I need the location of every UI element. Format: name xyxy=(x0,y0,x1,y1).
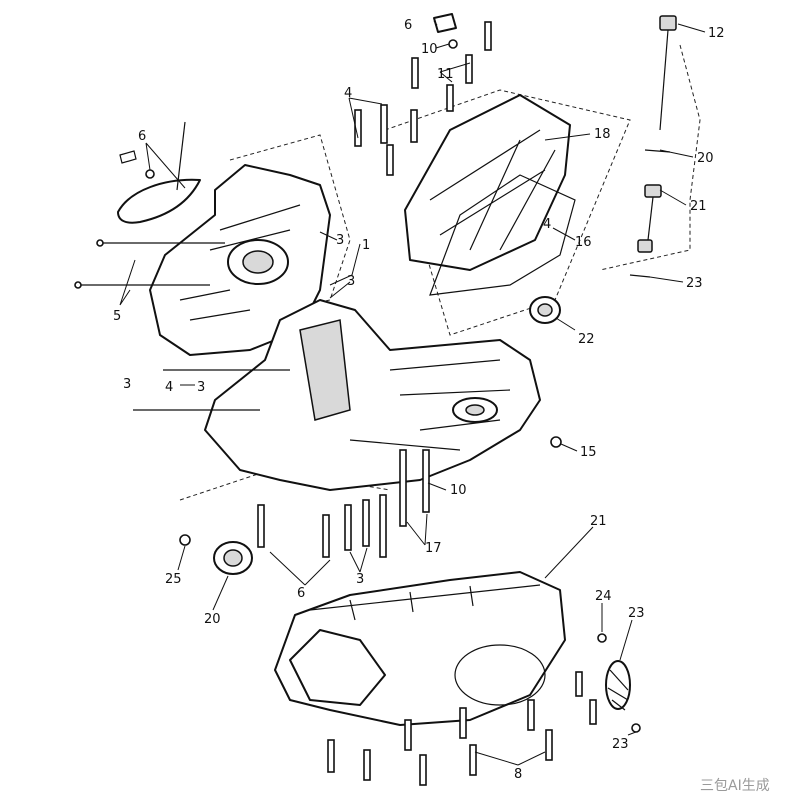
guard-washer xyxy=(145,169,155,179)
leader-lines xyxy=(119,20,706,766)
callout-1: 1 xyxy=(362,238,370,253)
callout-15: 15 xyxy=(580,445,597,460)
callout-6a: 6 xyxy=(138,129,146,144)
callout-20a: 20 xyxy=(697,151,714,166)
callout-12: 12 xyxy=(708,26,725,41)
watermark: 三包AI生成 xyxy=(700,778,770,794)
lower-bolts xyxy=(257,449,430,558)
guard-screw xyxy=(176,121,186,191)
dowel-15 xyxy=(550,436,562,448)
cover-gasket xyxy=(429,174,576,296)
callout-11: 11 xyxy=(437,67,454,82)
clutch-cover-ribs xyxy=(429,129,556,251)
callout-3c: 3 xyxy=(123,377,131,392)
bolt-24 xyxy=(597,633,607,643)
callout-22: 22 xyxy=(578,332,595,347)
crankcase-bearing-inner xyxy=(242,250,274,274)
inspection-cap-23 xyxy=(605,660,631,710)
group-outline-clutch-cover xyxy=(384,89,631,336)
callout-16: 16 xyxy=(575,235,592,250)
clutch-cover xyxy=(404,94,571,271)
guard-clip xyxy=(119,150,137,164)
group-outline-dipstick xyxy=(599,44,701,271)
callout-6b: 6 xyxy=(404,18,412,33)
callout-6c: 6 xyxy=(297,586,305,601)
washer-10 xyxy=(448,39,458,49)
callout-3b: 3 xyxy=(347,274,355,289)
callout-24: 24 xyxy=(595,589,612,604)
chain-guard-bracket xyxy=(117,178,201,224)
right-case-ribs xyxy=(349,359,511,451)
callout-23b: 23 xyxy=(628,606,645,621)
oil-filter-21 xyxy=(637,184,662,253)
callout-21b: 21 xyxy=(590,514,607,529)
right-crankcase-half xyxy=(204,299,541,491)
callout-3e: 3 xyxy=(356,572,364,587)
output-shaft-hole xyxy=(465,404,485,416)
callout-4b: 4 xyxy=(344,86,352,101)
short-studs xyxy=(133,369,290,411)
callout-23c: 23 xyxy=(612,737,629,752)
callout-8: 8 xyxy=(514,767,522,782)
cylinder-sleeve xyxy=(299,319,351,421)
callout-23a: 23 xyxy=(686,276,703,291)
callout-18: 18 xyxy=(594,127,611,142)
dipstick-12 xyxy=(659,15,677,131)
callout-4c: 4 xyxy=(543,217,551,232)
callout-20b: 20 xyxy=(204,612,221,627)
callout-25: 25 xyxy=(165,572,182,587)
callout-5: 5 xyxy=(113,309,121,324)
bolt-23-lower xyxy=(631,723,641,733)
callout-10a: 10 xyxy=(421,42,438,57)
drain-plug-6 xyxy=(433,13,457,33)
inspection-cap-vanes xyxy=(607,669,629,711)
oil-seal-20-inner xyxy=(223,549,243,567)
dowel-25 xyxy=(179,534,191,546)
bottom-bolts xyxy=(327,671,597,786)
callout-3a: 3 xyxy=(336,233,344,248)
callout-21a: 21 xyxy=(690,199,707,214)
o-ring-23 xyxy=(629,274,651,278)
callout-10b: 10 xyxy=(450,483,467,498)
cover-boss xyxy=(454,644,546,706)
air-intake-duct xyxy=(289,629,386,706)
callout-labels: 1 3 3 3 4 3 4 5 6 6 10 11 12 18 4 16 20 … xyxy=(113,18,725,782)
long-studs xyxy=(74,239,225,289)
top-bolts xyxy=(354,21,492,176)
callout-3d: 3 xyxy=(197,380,205,395)
oil-seal-22-inner xyxy=(537,303,553,317)
cover-edge-ribs xyxy=(309,584,541,621)
callout-17: 17 xyxy=(425,541,442,556)
callout-4a: 4 xyxy=(165,380,173,395)
crankcase-ribs xyxy=(179,204,301,321)
